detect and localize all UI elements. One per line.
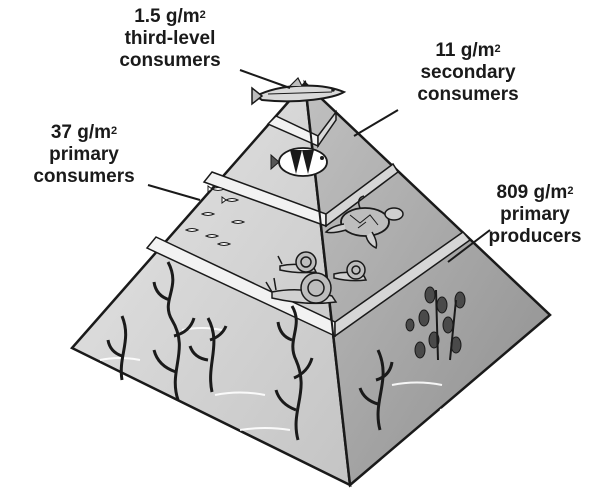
snail-icon [265,251,368,305]
label-primary-producers: 809 g/m2 primary producers [488,182,582,247]
pyramid [69,79,552,488]
sea-turtle-icon [324,195,404,250]
plant-icon [405,286,466,361]
label-third-level-consumers: 1.5 g/m2 third-level consumers [119,6,221,71]
seaweed-icon [106,261,394,441]
label-primary-consumers: 37 g/m2 primary consumers [33,122,135,187]
small-fish-icon [184,185,246,246]
label-secondary-consumers: 11 g/m2 secondary consumers [417,40,519,105]
leader-lines [147,69,491,263]
level-divider-1 [266,109,337,149]
pike-fish-icon [251,76,347,106]
butterflyfish-icon [270,147,328,177]
level-divider-2 [202,162,400,228]
